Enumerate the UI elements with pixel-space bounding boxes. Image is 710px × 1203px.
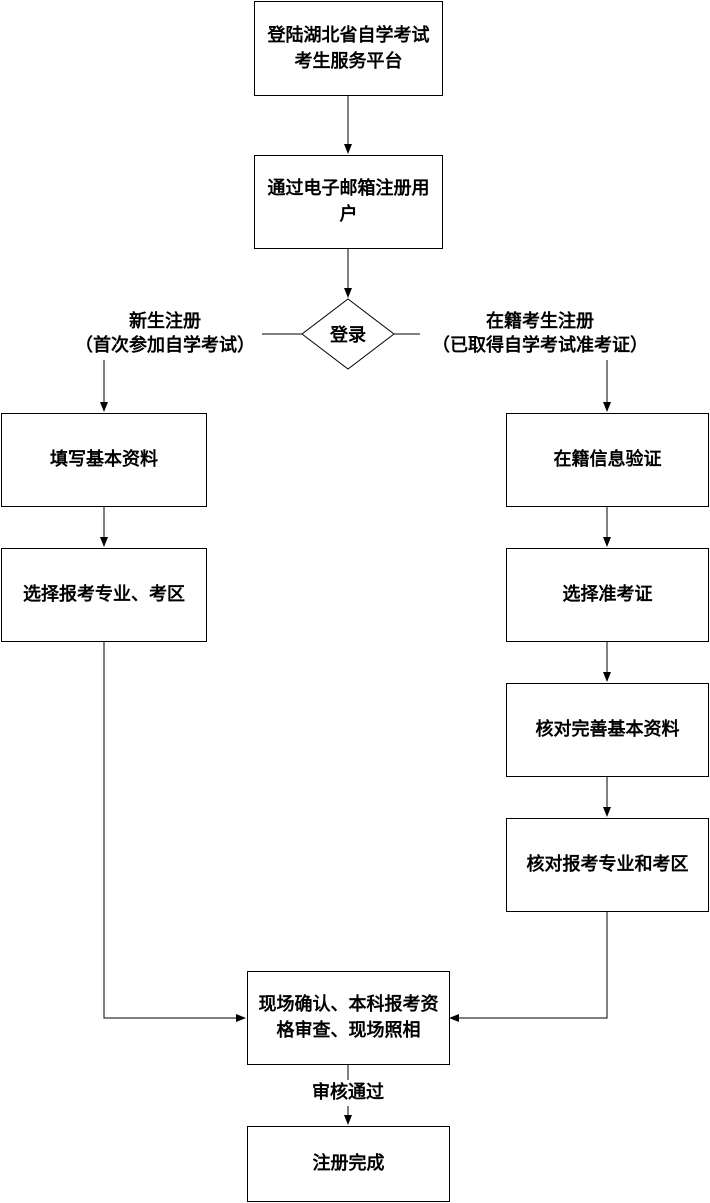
branch-left-note: （首次参加自学考试） xyxy=(75,335,255,356)
node-check-basic: 核对完善基本资料 xyxy=(506,683,709,777)
node-verify-enrollment: 在籍信息验证 xyxy=(506,413,709,507)
node-select-major-area: 选择报考专业、考区 xyxy=(1,548,207,642)
node-complete: 注册完成 xyxy=(247,1126,450,1202)
node-select-ticket: 选择准考证 xyxy=(506,548,709,642)
node-fill-basic: 填写基本资料 xyxy=(1,413,207,507)
node-onsite-confirm: 现场确认、本科报考资格审查、现场照相 xyxy=(247,971,450,1065)
branch-right-label: 在籍考生注册 （已取得自学考试准考证） xyxy=(420,310,660,358)
branch-right-note: （已取得自学考试准考证） xyxy=(432,335,648,356)
branch-right-title: 在籍考生注册 xyxy=(486,311,594,332)
login-diamond xyxy=(301,298,395,370)
node-check-major-area: 核对报考专业和考区 xyxy=(506,818,709,912)
arrow-right-to-onsite xyxy=(449,911,608,1022)
edge-label-approved: 审核通过 xyxy=(312,1082,384,1103)
branch-left-label: 新生注册 （首次参加自学考试） xyxy=(55,310,275,358)
node-register-email: 通过电子邮箱注册用户 xyxy=(254,155,443,249)
arrow-left-to-onsite xyxy=(103,641,246,1022)
node-login-label: 登录 xyxy=(330,325,366,346)
branch-left-title: 新生注册 xyxy=(129,311,201,332)
node-start: 登陆湖北省自学考试考生服务平台 xyxy=(254,1,443,96)
